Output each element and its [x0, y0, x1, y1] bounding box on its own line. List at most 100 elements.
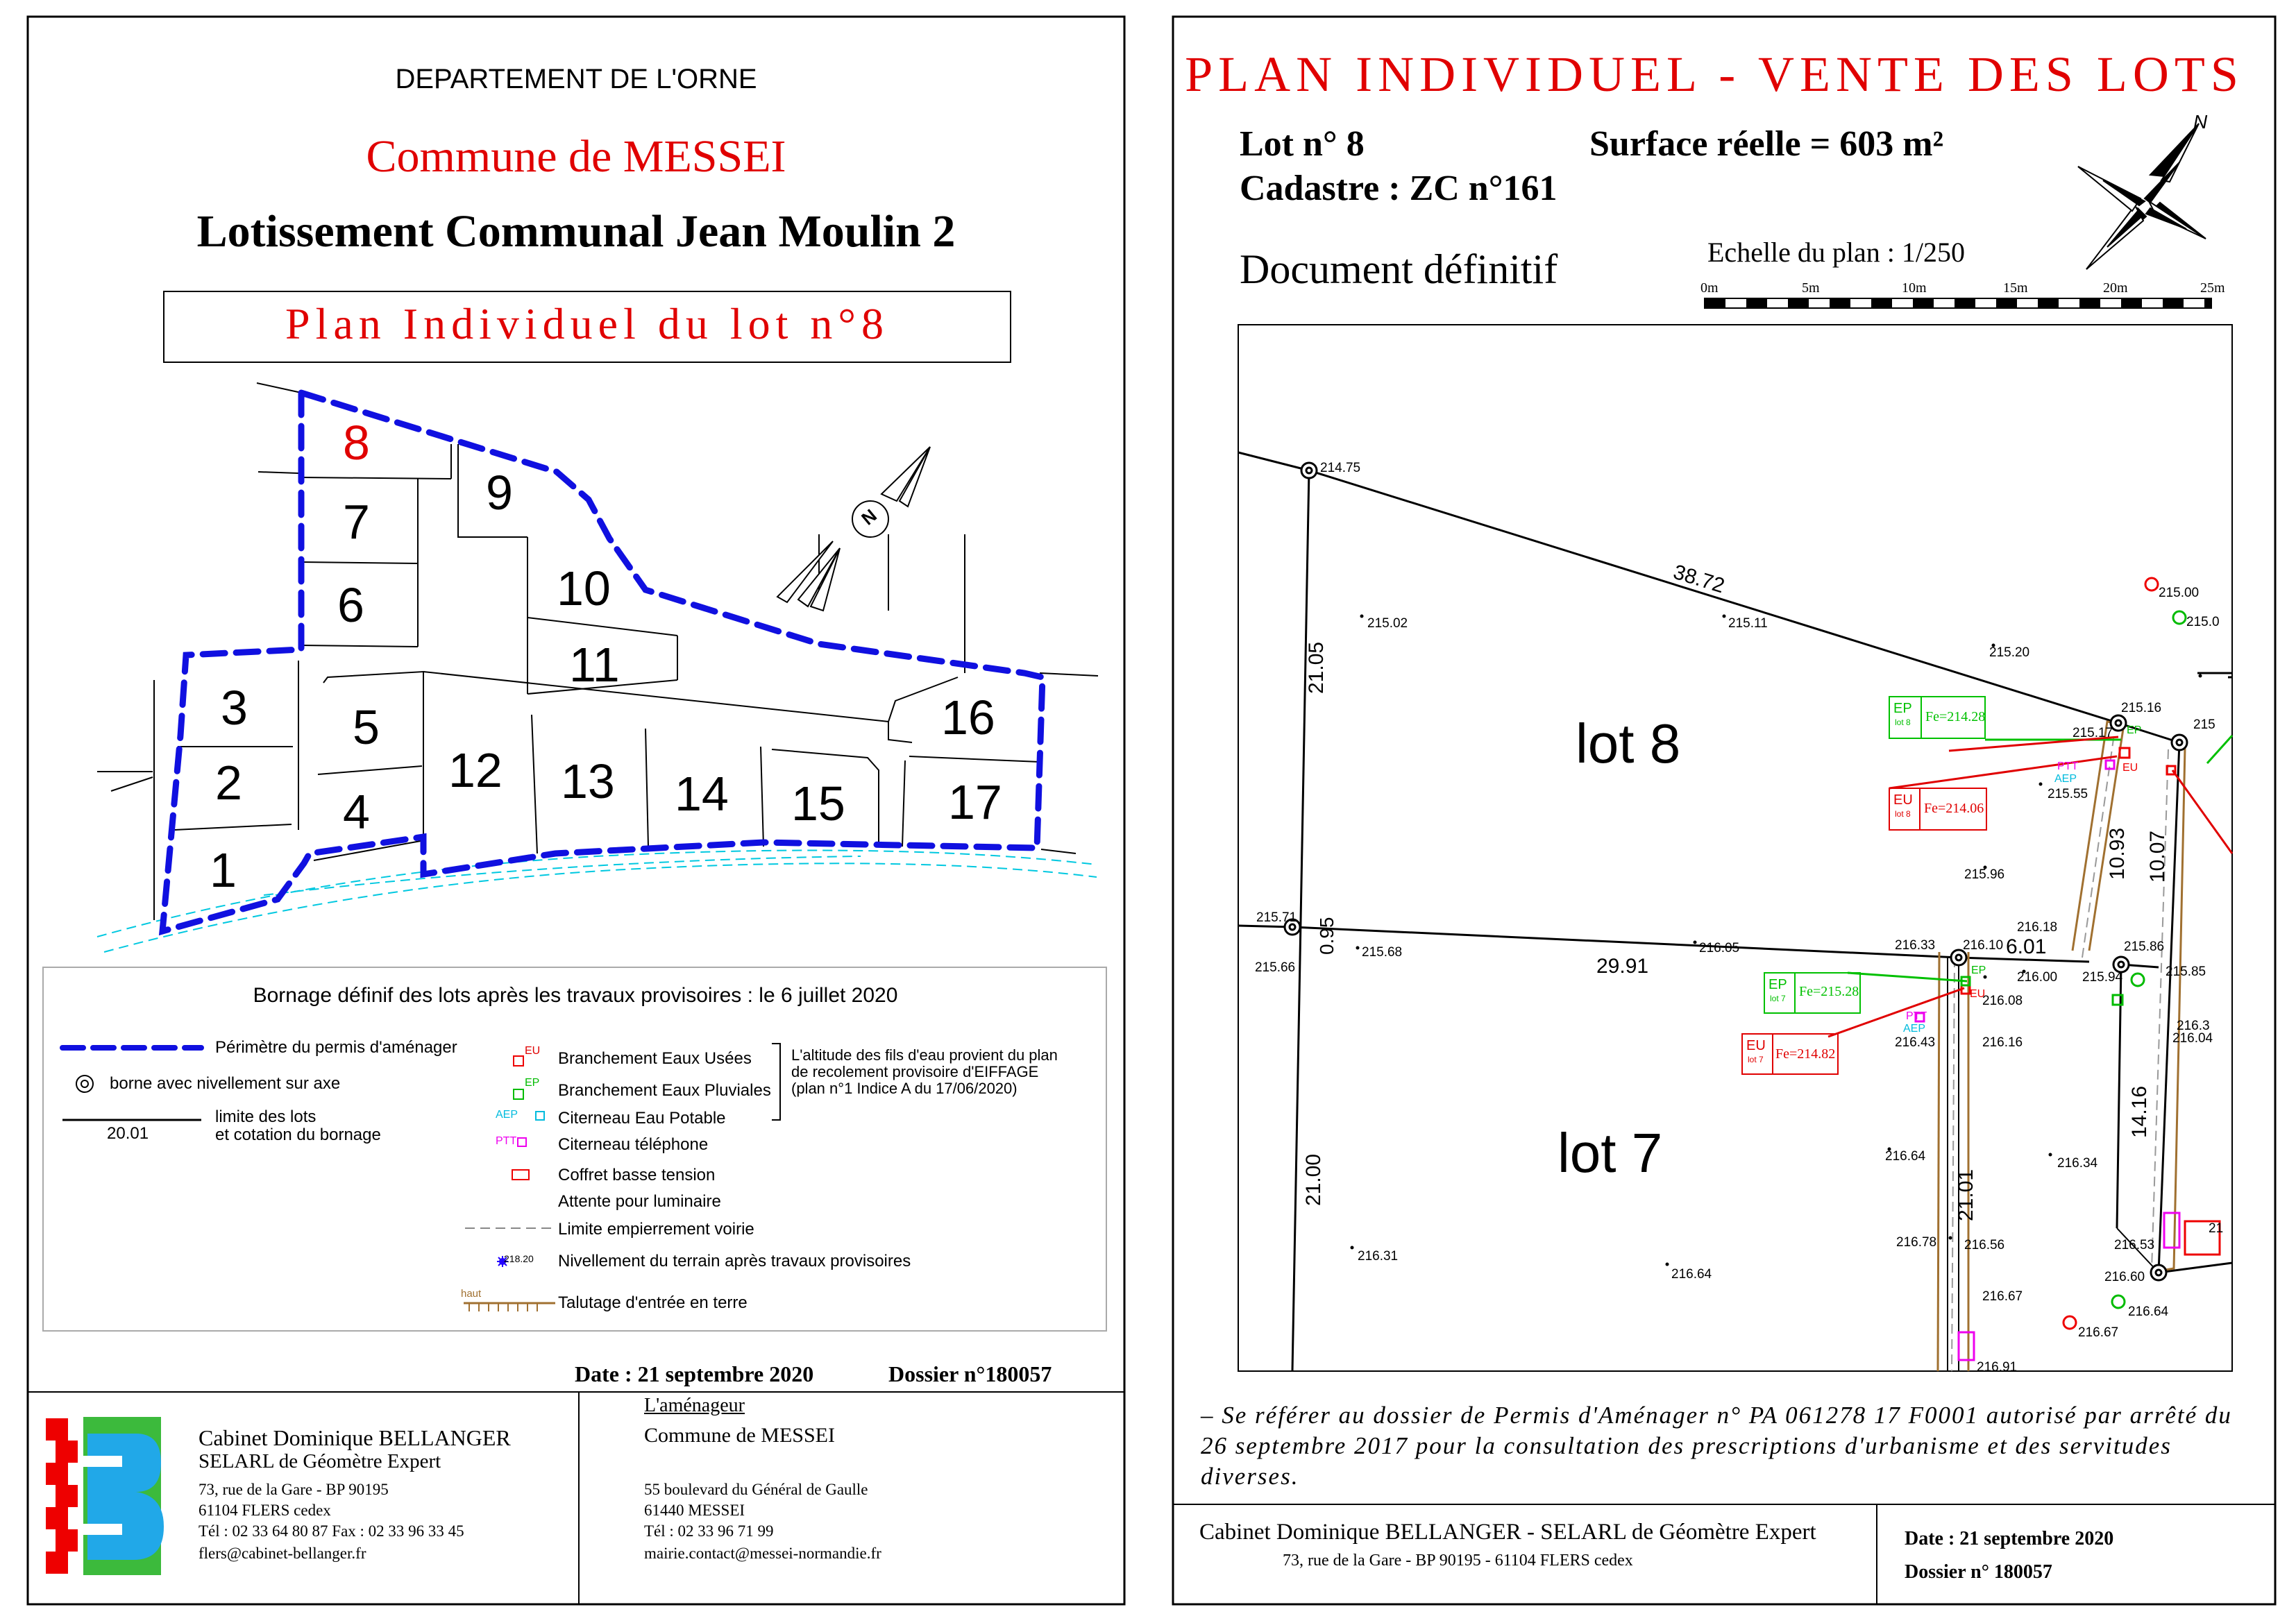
level: 215.68 — [1362, 945, 1403, 960]
level: 215.02 — [1367, 616, 1408, 631]
legend-ep-code: EP — [525, 1077, 540, 1089]
scale-tick-25: 25m — [2200, 280, 2225, 296]
plan-viewport — [1238, 324, 2233, 1372]
cabinet-logo — [46, 1417, 164, 1575]
legend-attente: Attente pour luminaire — [558, 1192, 721, 1211]
legend-alt-note-2: de recolement provisoire d'EIFFAGE — [791, 1063, 1039, 1080]
commune-title: Commune de MESSEI — [366, 131, 786, 182]
compass-rose — [2077, 123, 2206, 270]
left-dossier: Dossier n°180057 — [888, 1361, 1052, 1386]
dim-21-01: 21.01 — [1955, 1169, 1977, 1221]
cabinet-name: Cabinet Dominique BELLANGER — [199, 1425, 511, 1450]
legend-aep-code: AEP — [496, 1109, 518, 1121]
lot-label-17: 17 — [948, 775, 1002, 829]
level: 215.96 — [1964, 867, 2005, 882]
level: 216.31 — [1358, 1249, 1399, 1264]
level: 215.86 — [2124, 940, 2165, 954]
right-title: PLAN INDIVIDUEL - VENTE DES LOTS — [1185, 46, 2244, 102]
left-north-arrow — [776, 446, 931, 612]
level: 216.10 — [1963, 938, 2004, 953]
ptt-code-lot7: PTT — [1906, 1010, 1927, 1022]
eu-code-lot7: EU — [1970, 988, 1986, 1000]
lot-label-8: 8 — [343, 416, 370, 470]
amenageur-email[interactable]: mairie.contact@messei-normandie.fr — [644, 1545, 881, 1562]
legend-limit-value: 20.01 — [107, 1124, 149, 1143]
document-status: Document définitif — [1240, 246, 1558, 292]
dim-0-95: 0.95 — [1316, 917, 1337, 955]
ep-code-lot7: EP — [1971, 965, 1986, 976]
legend-niv-value: 218.20 — [504, 1253, 534, 1264]
level: 214.75 — [1320, 461, 1361, 475]
surface: Surface réelle = 603 m² — [1589, 124, 1944, 164]
dim-29-91: 29.91 — [1596, 955, 1649, 978]
level: 215.55 — [2048, 787, 2088, 801]
level: 216.67 — [1982, 1289, 2023, 1304]
legend-alt-note-1: L'altitude des fils d'eau provient du pl… — [791, 1046, 1058, 1064]
cabinet-email[interactable]: flers@cabinet-bellanger.fr — [199, 1545, 366, 1562]
level: 216.43 — [1895, 1035, 1936, 1050]
lot-label-13: 13 — [561, 754, 615, 808]
legend-alt-note-3: (plan n°1 Indice A du 17/06/2020) — [791, 1080, 1018, 1097]
cadastre: Cadastre : ZC n°161 — [1240, 169, 1558, 208]
lotissement-title: Lotissement Communal Jean Moulin 2 — [196, 206, 956, 257]
level: 215.00 — [2159, 586, 2200, 600]
talus-lines — [1936, 720, 2186, 1372]
dim-10-93: 10.93 — [2106, 827, 2129, 880]
level: 216.91 — [1977, 1360, 2018, 1375]
level: 216.05 — [1699, 941, 1740, 955]
scale-tick-15: 15m — [2003, 280, 2028, 296]
scale-bar — [1704, 298, 2212, 309]
lot-label-9: 9 — [486, 466, 513, 520]
lot-label-16: 16 — [941, 690, 995, 745]
dim-14-16: 14.16 — [2128, 1085, 2151, 1138]
legend-limit-line1: limite des lots — [215, 1107, 316, 1126]
lot-label-12: 12 — [448, 743, 503, 797]
eu7-code: EU — [1746, 1038, 1766, 1053]
cabinet-tel: Tél : 02 33 64 80 87 Fax : 02 33 96 33 4… — [199, 1522, 464, 1540]
amenageur-addr2: 61440 MESSEI — [644, 1502, 745, 1519]
regulatory-note: – Se référer au dossier de Permis d'Amén… — [1201, 1402, 2232, 1490]
legend-ptt-code: PTT — [496, 1135, 517, 1147]
eu8-val: Fe=214.06 — [1924, 801, 1984, 816]
ep8-sub: lot 8 — [1895, 717, 1911, 727]
amenageur-tel: Tél : 02 33 96 71 99 — [644, 1522, 774, 1540]
right-frame — [1172, 15, 2277, 1606]
dim-21-00: 21.00 — [1302, 1153, 1325, 1206]
level: 216.67 — [2078, 1325, 2119, 1340]
lot7-label: lot 7 — [1558, 1122, 1663, 1184]
legend-ptt: Citerneau téléphone — [558, 1135, 709, 1154]
ep7-sub: lot 7 — [1770, 994, 1786, 1003]
plan-title: Plan Individuel du lot n°8 — [285, 299, 889, 348]
level: 215.11 — [1728, 616, 1768, 631]
lot-label-4: 4 — [343, 785, 370, 839]
site-plan-lines — [97, 382, 1099, 920]
cabinet-selarl: SELARL de Géomètre Expert — [199, 1450, 441, 1472]
level: 215.16 — [2121, 701, 2162, 715]
perimeter-line — [158, 389, 1046, 936]
level: 216.08 — [1982, 994, 2023, 1008]
lot-number: Lot n° 8 — [1240, 124, 1365, 164]
legend-perimeter: Périmètre du permis d'aménager — [215, 1038, 457, 1057]
lot-label-11: 11 — [569, 638, 620, 692]
cabinet-addr2: 61104 FLERS cedex — [199, 1502, 331, 1519]
cabinet-addr1: 73, rue de la Gare - BP 90195 — [199, 1481, 389, 1498]
voirie-limit — [1951, 724, 2169, 1372]
lot-label-1: 1 — [210, 843, 237, 897]
aep-code-lot7: AEP — [1903, 1023, 1926, 1035]
scale-tick-10: 10m — [1902, 280, 1927, 296]
legend-borne: borne avec nivellement sur axe — [110, 1074, 341, 1093]
legend-limit-line2: et cotation du bornage — [215, 1125, 381, 1144]
level: 215.94 — [2082, 970, 2123, 985]
level: 216.64 — [1671, 1267, 1712, 1282]
bornes — [1283, 461, 2188, 1282]
lot-label-2: 2 — [215, 756, 242, 810]
level: 216.00 — [2017, 970, 2058, 985]
lot-label-14: 14 — [675, 767, 729, 821]
level: 216.56 — [1964, 1238, 2005, 1252]
department-label: DEPARTEMENT DE L'ORNE — [395, 64, 757, 94]
plan-title-box — [163, 291, 1011, 363]
ep-code-lot8: EP — [2127, 724, 2142, 736]
level: 215.0 — [2186, 615, 2220, 629]
